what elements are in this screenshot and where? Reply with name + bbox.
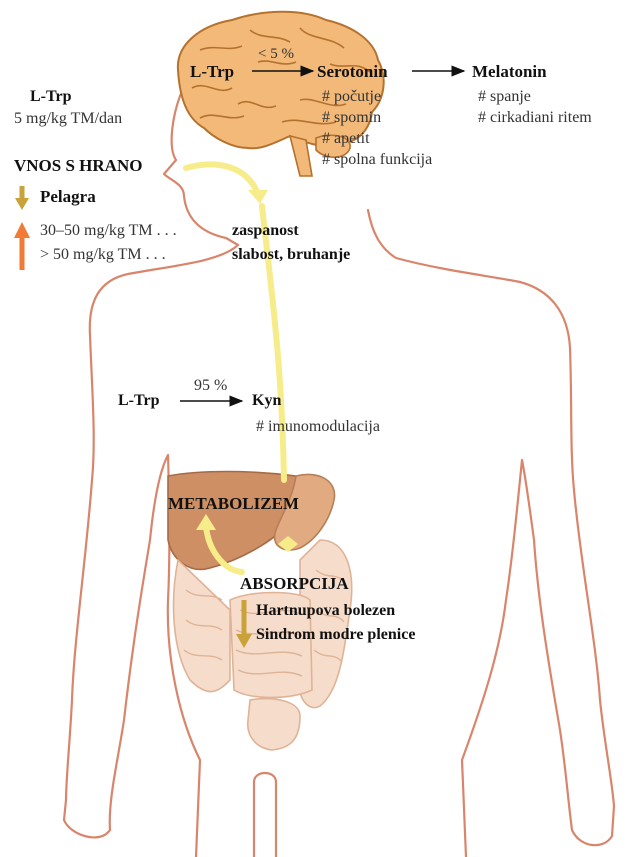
body-percent-label: 95 % [194, 378, 227, 394]
brain-percent-label: < 5 % [258, 47, 294, 62]
serotonin-effect-3: # apetit [322, 131, 370, 147]
leg-gap [254, 773, 276, 857]
intake-ltrp-label: L-Trp [30, 89, 71, 105]
intake-dose: 5 mg/kg TM/dan [14, 111, 122, 127]
melatonin-effect-1: # spanje [478, 89, 531, 105]
serotonin-label: Serotonin [317, 63, 388, 80]
metabolism-label: METABOLIZEM [168, 495, 299, 512]
food-intake-label: VNOS S HRANO [14, 157, 142, 174]
kyn-label: Kyn [252, 393, 281, 409]
serotonin-effect-4: # spolna funkcija [322, 152, 432, 168]
excess-arrowhead [14, 222, 30, 238]
body-outline-right [368, 210, 614, 857]
serotonin-effect-1: # počutje [322, 89, 381, 105]
intestines [174, 540, 352, 750]
melatonin-effect-2: # cirkadiani ritem [478, 110, 592, 126]
disorder-1-label: Hartnupova bolezen [256, 603, 395, 619]
excess-1-dose: 30–50 mg/kg TM . . . [40, 223, 177, 239]
intake-path-arrowhead [248, 190, 268, 204]
excess-2-dose: > 50 mg/kg TM . . . [40, 247, 166, 263]
body-ltrp-label: L-Trp [118, 393, 159, 409]
excess-2-effect: slabost, bruhanje [232, 247, 350, 263]
intake-path [186, 164, 258, 194]
brain-ltrp-label: L-Trp [190, 63, 234, 80]
melatonin-label: Melatonin [472, 63, 547, 80]
disorder-2-label: Sindrom modre plenice [256, 627, 415, 643]
kyn-effect: # imunomodulacija [256, 419, 380, 435]
serotonin-effect-2: # spomin [322, 110, 381, 126]
pelagra-arrowhead [15, 198, 29, 210]
pelagra-label: Pelagra [40, 188, 96, 205]
absorption-label: ABSORPCIJA [240, 575, 349, 592]
excess-1-effect: zaspanost [232, 223, 299, 239]
